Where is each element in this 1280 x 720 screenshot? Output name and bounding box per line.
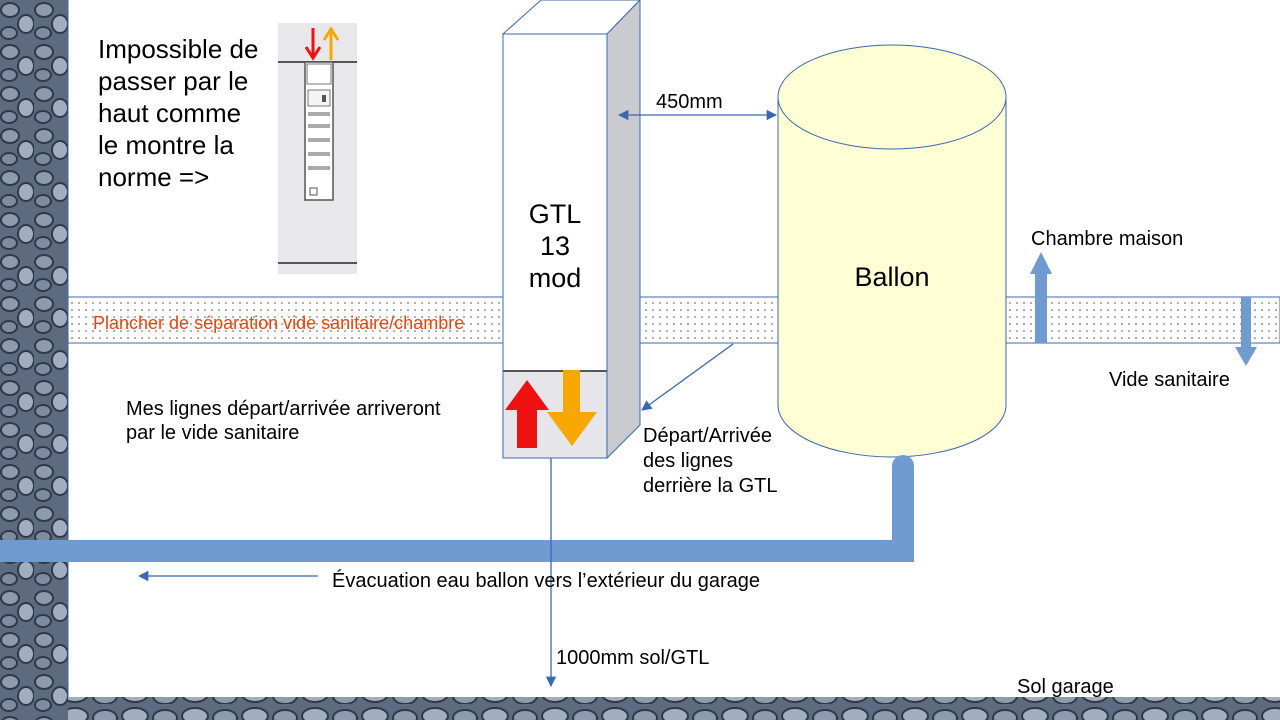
ballon-label: Ballon bbox=[854, 262, 930, 292]
vide-down-arrow-icon bbox=[1235, 297, 1257, 366]
orange-down-arrow-icon bbox=[547, 370, 597, 446]
evacuation-label: Évacuation eau ballon vers l’extérieur d… bbox=[332, 570, 761, 592]
gtl-cabinet bbox=[501, 0, 641, 460]
sol-garage-label: Sol garage bbox=[1017, 676, 1114, 698]
chambre-up-arrow-icon bbox=[1030, 252, 1052, 343]
down-arrow-icon bbox=[304, 28, 322, 61]
stone-wall-left bbox=[0, 0, 68, 720]
red-up-arrow-icon bbox=[505, 380, 549, 448]
separation-floor bbox=[67, 296, 1280, 344]
plancher-label: Plancher de séparation vide sanitaire/ch… bbox=[93, 313, 465, 333]
gtl-label: GTL 13 mod bbox=[528, 199, 582, 293]
drain-pipe bbox=[0, 455, 914, 562]
ballon-tank bbox=[777, 44, 1007, 458]
norm-illustration bbox=[278, 23, 357, 274]
pointer-depart-arrivee bbox=[641, 343, 734, 411]
impossible-note-text: Impossible de passer par le haut comme l… bbox=[98, 34, 259, 192]
depart-arrivee-label: Départ/Arrivée des lignes derrière la GT… bbox=[643, 425, 778, 497]
vide-sanitaire-label: Vide sanitaire bbox=[1109, 369, 1230, 391]
up-arrow-icon bbox=[322, 26, 340, 60]
mes-lignes-label: Mes lignes départ/arrivée arriveront par… bbox=[126, 398, 441, 444]
garage-floor-stones bbox=[68, 697, 1280, 720]
dimension-450-label: 450mm bbox=[656, 91, 723, 113]
dimension-1000-label: 1000mm sol/GTL bbox=[556, 647, 710, 669]
chambre-maison-label: Chambre maison bbox=[1031, 228, 1184, 250]
